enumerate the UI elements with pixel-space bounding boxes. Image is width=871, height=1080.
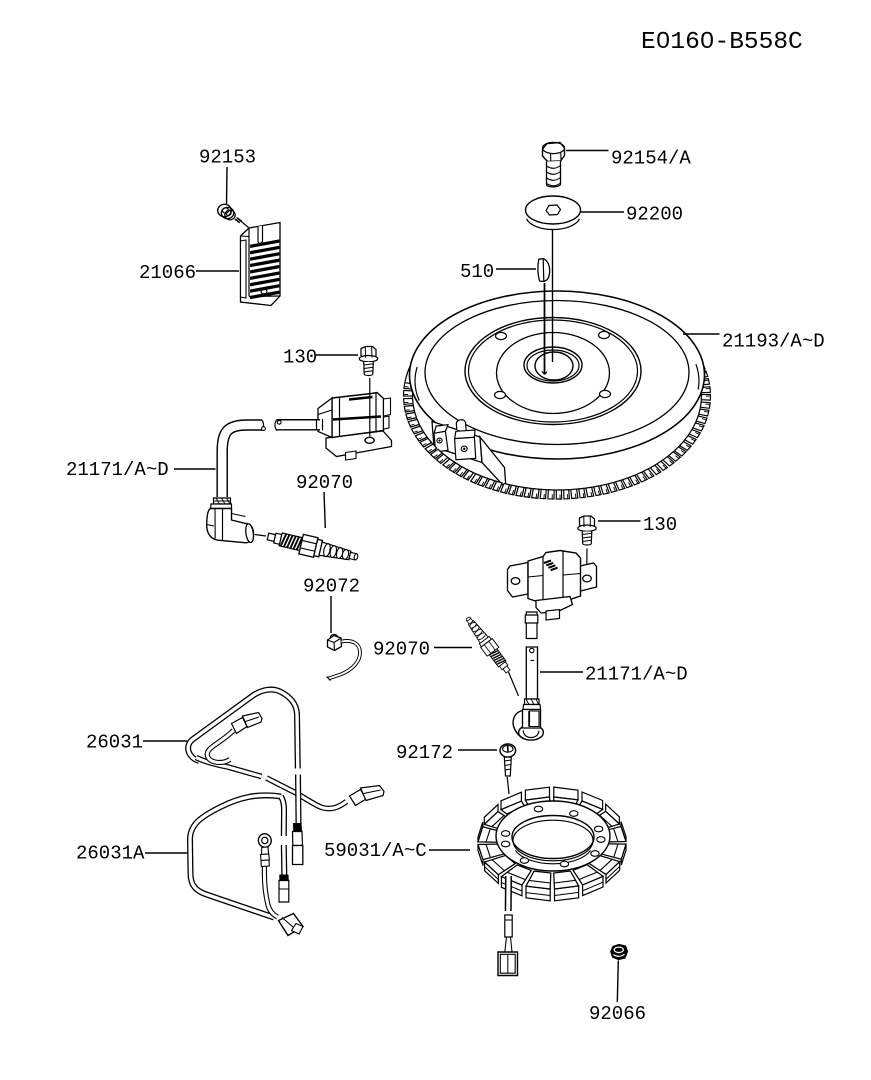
svg-text:26031: 26031 bbox=[86, 732, 143, 754]
svg-text:130: 130 bbox=[643, 514, 677, 536]
svg-text:21066: 21066 bbox=[139, 262, 196, 284]
svg-text:59031/A~C: 59031/A~C bbox=[324, 840, 427, 862]
svg-text:21193/A~D: 21193/A~D bbox=[722, 331, 825, 353]
svg-text:21171/A~D: 21171/A~D bbox=[66, 459, 169, 481]
svg-text:92172: 92172 bbox=[396, 742, 453, 764]
svg-text:92072: 92072 bbox=[303, 576, 360, 598]
svg-text:92070: 92070 bbox=[296, 472, 353, 494]
svg-text:92066: 92066 bbox=[589, 1003, 646, 1025]
svg-text:92153: 92153 bbox=[199, 147, 256, 169]
svg-text:21171/A~D: 21171/A~D bbox=[585, 664, 688, 686]
svg-text:510: 510 bbox=[460, 261, 494, 283]
svg-text:92154/A: 92154/A bbox=[611, 148, 691, 170]
svg-text:92200: 92200 bbox=[626, 204, 683, 226]
svg-text:92070: 92070 bbox=[373, 639, 430, 661]
svg-text:130: 130 bbox=[283, 347, 317, 369]
svg-text:26031A: 26031A bbox=[76, 843, 145, 865]
svg-text:E0160-B558C: E0160-B558C bbox=[641, 29, 803, 56]
